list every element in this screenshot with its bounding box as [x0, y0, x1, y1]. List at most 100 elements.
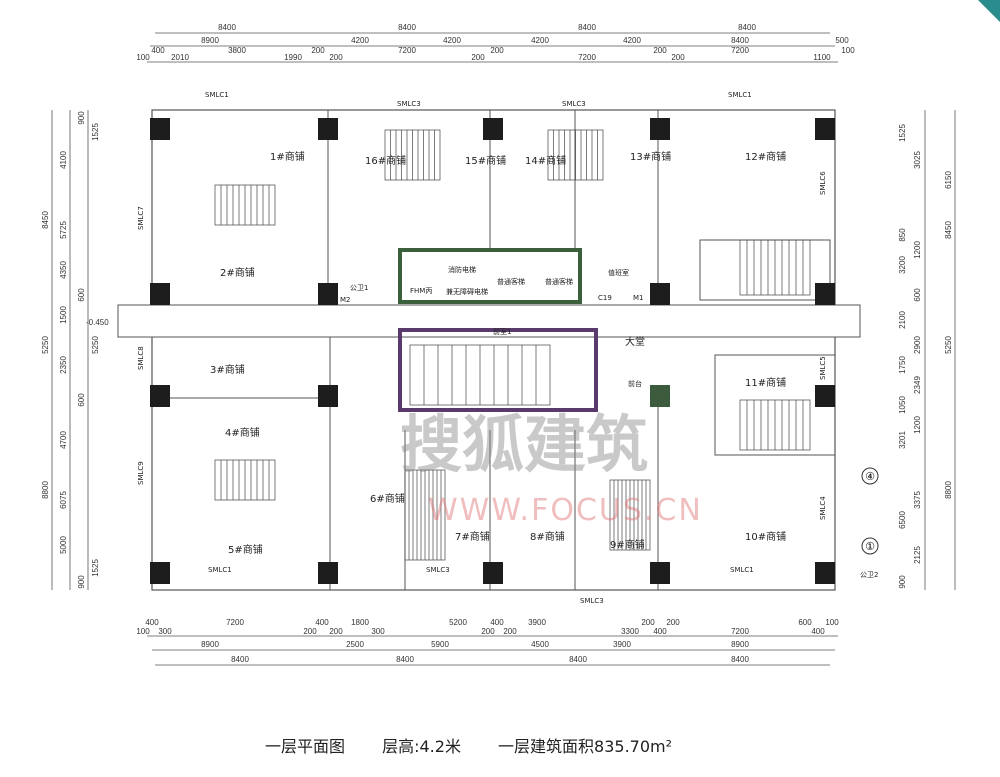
dimension-label: 4200 — [531, 36, 549, 45]
dimension-label: 100 — [825, 618, 839, 627]
building-walls — [117, 109, 861, 591]
dimension-label: 8900 — [731, 640, 749, 649]
dimension-label: 4200 — [623, 36, 641, 45]
dimension-label: 5000 — [59, 536, 68, 554]
dimension-label: 2125 — [913, 546, 922, 564]
dimension-label: 8400 — [731, 36, 749, 45]
dimension-label: 200 — [490, 46, 504, 55]
dimension-label: 8900 — [201, 640, 219, 649]
elevation-label: -0.450 — [86, 318, 109, 327]
dimension-label: 8400 — [578, 23, 596, 32]
window-label: SMLC4 — [819, 496, 827, 520]
shop-label: 11#商铺 — [745, 376, 786, 389]
shop-label: 15#商铺 — [465, 154, 506, 167]
dimension-label: 3900 — [528, 618, 546, 627]
dimension-label: 2900 — [913, 336, 922, 354]
dimension-label: 3025 — [913, 151, 922, 169]
window-label: SMLC3 — [562, 100, 586, 108]
dimension-label: 4200 — [351, 36, 369, 45]
shop-label: 4#商铺 — [225, 426, 260, 439]
dimension-label: 5250 — [41, 336, 50, 354]
corner-decoration — [978, 0, 1000, 22]
shop-label: 13#商铺 — [630, 150, 671, 163]
dimension-label: 1800 — [351, 618, 369, 627]
axis-markers: ④ ① — [861, 467, 879, 555]
dimension-label: 5725 — [59, 221, 68, 239]
dimension-label: 200 — [311, 46, 325, 55]
axis-marker-1: ① — [865, 540, 875, 553]
window-label: SMLC3 — [580, 597, 604, 605]
dimension-label: 200 — [653, 46, 667, 55]
dimension-label: 7200 — [731, 627, 749, 636]
dimension-label: 4700 — [59, 431, 68, 449]
window-label: C19 — [598, 294, 612, 302]
watermark-brand: 搜狐建筑 — [400, 408, 648, 481]
shop-label: 16#商铺 — [365, 154, 406, 167]
space-labels: 消防电梯 兼无障碍电梯 普通客梯 普通客梯 值班室 前室1 大堂 前台 公卫1 … — [86, 91, 878, 605]
dimension-label: 200 — [671, 53, 685, 62]
dimension-label: 8400 — [398, 23, 416, 32]
dimension-label: 3375 — [913, 491, 922, 509]
shop-label: 9#商铺 — [610, 538, 645, 551]
shop-label: 7#商铺 — [455, 530, 490, 543]
dimension-label: 7200 — [398, 46, 416, 55]
dimension-label: 3300 — [621, 627, 639, 636]
dimension-label: 6150 — [944, 171, 953, 189]
dimension-label: 6500 — [898, 511, 907, 529]
dimension-label: 300 — [371, 627, 385, 636]
dimension-label: 200 — [666, 618, 680, 627]
shop-label: 6#商铺 — [370, 492, 405, 505]
dimension-label: 1750 — [898, 356, 907, 374]
dimension-label: 1525 — [898, 124, 907, 142]
shop-label: 10#商铺 — [745, 530, 786, 543]
window-label: SMLC1 — [730, 566, 754, 574]
dimension-label: 8800 — [944, 481, 953, 499]
dimension-label: 1525 — [91, 123, 100, 141]
dimension-label: 900 — [898, 575, 907, 589]
window-label: SMLC3 — [397, 100, 421, 108]
dimension-label: 1525 — [91, 559, 100, 577]
dimension-label: 850 — [898, 228, 907, 242]
dimension-label: 8400 — [738, 23, 756, 32]
door-label: M1 — [633, 294, 644, 302]
dimension-label: 200 — [471, 53, 485, 62]
dimension-label: 4100 — [59, 151, 68, 169]
watermark-url: WWW.FOCUS.CN — [428, 493, 703, 528]
dimension-label: 600 — [77, 393, 86, 407]
accessible-elevator-label: 兼无障碍电梯 — [446, 287, 488, 296]
dimension-label: 2010 — [171, 53, 189, 62]
public-wc-label: 公卫2 — [860, 571, 878, 579]
dimension-label: 1050 — [898, 396, 907, 414]
public-wc-label: 公卫1 — [350, 284, 368, 292]
window-label: SMLC9 — [137, 461, 145, 485]
window-label: SMLC6 — [819, 171, 827, 195]
dimension-label: 200 — [641, 618, 655, 627]
dimension-label: 8400 — [218, 23, 236, 32]
window-label: SMLC1 — [205, 91, 229, 99]
dimension-label: 400 — [490, 618, 504, 627]
door-label: M2 — [340, 296, 351, 304]
dimension-label: 100 — [841, 46, 855, 55]
dimension-label: 2500 — [346, 640, 364, 649]
lobby-label: 大堂 — [625, 335, 645, 348]
dimension-label: 600 — [798, 618, 812, 627]
dimension-label: 2100 — [898, 311, 907, 329]
dimension-label: 300 — [158, 627, 172, 636]
shop-label: 2#商铺 — [220, 266, 255, 279]
dimension-label: 4200 — [443, 36, 461, 45]
dimension-label: 400 — [151, 46, 165, 55]
dimension-label: 6075 — [59, 491, 68, 509]
dimension-label: 400 — [315, 618, 329, 627]
dimension-label: 8800 — [41, 481, 50, 499]
dimension-label: 600 — [77, 288, 86, 302]
dimension-label: 400 — [145, 618, 159, 627]
dimension-label: 1200 — [913, 416, 922, 434]
dimension-label: 200 — [329, 53, 343, 62]
dimension-label: 5200 — [449, 618, 467, 627]
shop-label: 8#商铺 — [530, 530, 565, 543]
dimension-label: 200 — [303, 627, 317, 636]
shop-label: 5#商铺 — [228, 543, 263, 556]
columns — [150, 118, 835, 584]
window-label: SMLC7 — [137, 206, 145, 230]
